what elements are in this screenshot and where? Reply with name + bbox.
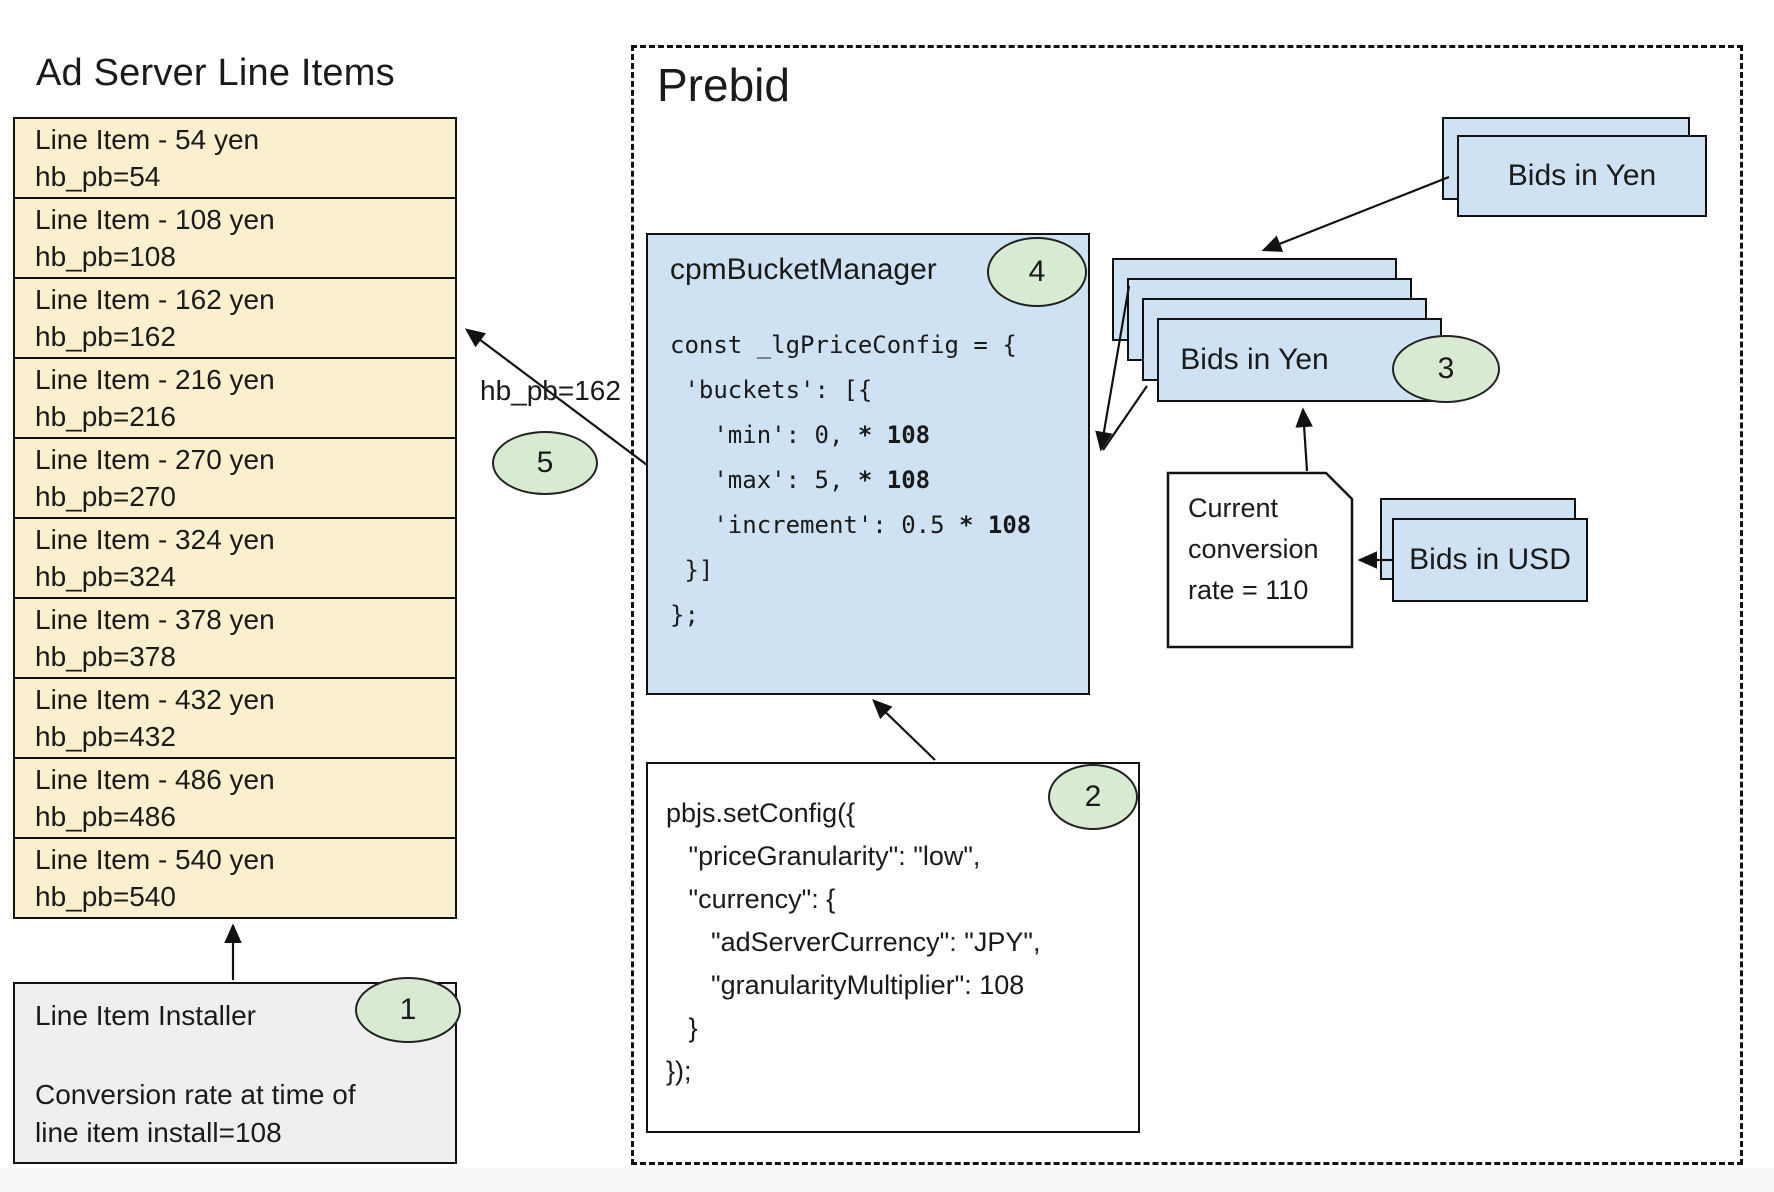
- code-text: 'max': 5,: [670, 466, 858, 494]
- line-item-label: Line Item - 270 yen: [35, 444, 275, 475]
- code-text-bold: * 108: [958, 511, 1032, 539]
- line-item-label: Line Item - 216 yen: [35, 364, 275, 395]
- line-item-row: Line Item - 324 yen hb_pb=324: [15, 519, 455, 599]
- bids-in-usd-card: Bids in USD: [1392, 518, 1588, 602]
- code-text: const _lgPriceConfig = {: [670, 331, 1017, 359]
- line-item-row: Line Item - 216 yen hb_pb=216: [15, 359, 455, 439]
- line-item-param: hb_pb=162: [35, 321, 176, 352]
- hb-pb-flow-label: hb_pb=162: [480, 375, 621, 406]
- price-config-code-line: 'buckets': [{: [670, 368, 1031, 413]
- bids-in-yen-label: Bids in Yen: [1180, 343, 1329, 376]
- price-config-code-line: 'max': 5, * 108: [670, 458, 1031, 503]
- code-text-bold: * 108: [857, 421, 931, 449]
- step-badge-2: 2: [1048, 764, 1138, 830]
- line-item-label: Line Item - 378 yen: [35, 604, 275, 635]
- page-bottom-strip: [0, 1168, 1774, 1192]
- line-item-param: hb_pb=540: [35, 881, 176, 912]
- step-badge-1: 1: [355, 977, 461, 1043]
- line-item-row: Line Item - 108 yen hb_pb=108: [15, 199, 455, 279]
- price-config-code: const _lgPriceConfig = { 'buckets': [{ '…: [670, 323, 1031, 638]
- line-item-label: Line Item - 324 yen: [35, 524, 275, 555]
- line-item-param: hb_pb=432: [35, 721, 176, 752]
- line-item-param: hb_pb=486: [35, 801, 176, 832]
- price-config-code-line: 'min': 0, * 108: [670, 413, 1031, 458]
- set-config-box: pbjs.setConfig({ "priceGranularity": "lo…: [646, 762, 1140, 1133]
- line-item-param: hb_pb=216: [35, 401, 176, 432]
- line-item-label: Line Item - 540 yen: [35, 844, 275, 875]
- installer-note: Conversion rate at time of line item ins…: [35, 1079, 356, 1148]
- price-config-code-line: 'increment': 0.5 * 108: [670, 503, 1031, 548]
- line-item-row: Line Item - 270 yen hb_pb=270: [15, 439, 455, 519]
- conversion-rate-note: Current conversion rate = 110: [1188, 493, 1319, 605]
- code-text: }]: [670, 556, 714, 584]
- code-text-bold: * 108: [857, 466, 931, 494]
- bids-in-yen-incoming-label: Bids in Yen: [1507, 159, 1657, 192]
- cpm-bucket-manager-box: cpmBucketManager const _lgPriceConfig = …: [646, 233, 1090, 695]
- line-item-label: Line Item - 162 yen: [35, 284, 275, 315]
- line-item-param: hb_pb=108: [35, 241, 176, 272]
- set-config-code: pbjs.setConfig({ "priceGranularity": "lo…: [666, 798, 1041, 1086]
- line-item-row: Line Item - 162 yen hb_pb=162: [15, 279, 455, 359]
- line-item-row: Line Item - 54 yen hb_pb=54: [15, 119, 455, 199]
- code-text: };: [670, 601, 699, 629]
- price-config-code-line: const _lgPriceConfig = {: [670, 323, 1031, 368]
- step-badge-5: 5: [492, 431, 598, 495]
- bids-in-usd-label: Bids in USD: [1409, 543, 1571, 576]
- code-text: 'increment': 0.5: [670, 511, 959, 539]
- step-badge-3: 3: [1392, 335, 1500, 403]
- line-item-row: Line Item - 378 yen hb_pb=378: [15, 599, 455, 679]
- line-item-label: Line Item - 108 yen: [35, 204, 275, 235]
- installer-title: Line Item Installer: [35, 1000, 256, 1031]
- ad-server-title: Ad Server Line Items: [36, 52, 395, 94]
- step-badge-4: 4: [987, 237, 1087, 307]
- line-item-param: hb_pb=54: [35, 161, 161, 192]
- line-item-row: Line Item - 486 yen hb_pb=486: [15, 759, 455, 839]
- line-item-label: Line Item - 54 yen: [35, 124, 260, 155]
- line-item-row: Line Item - 540 yen hb_pb=540: [15, 839, 455, 917]
- line-item-label: Line Item - 432 yen: [35, 684, 275, 715]
- line-item-param: hb_pb=270: [35, 481, 176, 512]
- prebid-container: [631, 45, 1743, 1165]
- code-text: 'min': 0,: [670, 421, 858, 449]
- line-item-label: Line Item - 486 yen: [35, 764, 275, 795]
- line-item-param: hb_pb=324: [35, 561, 176, 592]
- line-item-row: Line Item - 432 yen hb_pb=432: [15, 679, 455, 759]
- price-config-code-line: }]: [670, 548, 1031, 593]
- code-text: 'buckets': [{: [670, 376, 873, 404]
- cpm-bucket-manager-label: cpmBucketManager: [670, 253, 937, 286]
- line-item-param: hb_pb=378: [35, 641, 176, 672]
- bids-in-yen-incoming-card: Bids in Yen: [1457, 135, 1707, 217]
- prebid-title: Prebid: [657, 59, 790, 111]
- price-config-code-line: };: [670, 593, 1031, 638]
